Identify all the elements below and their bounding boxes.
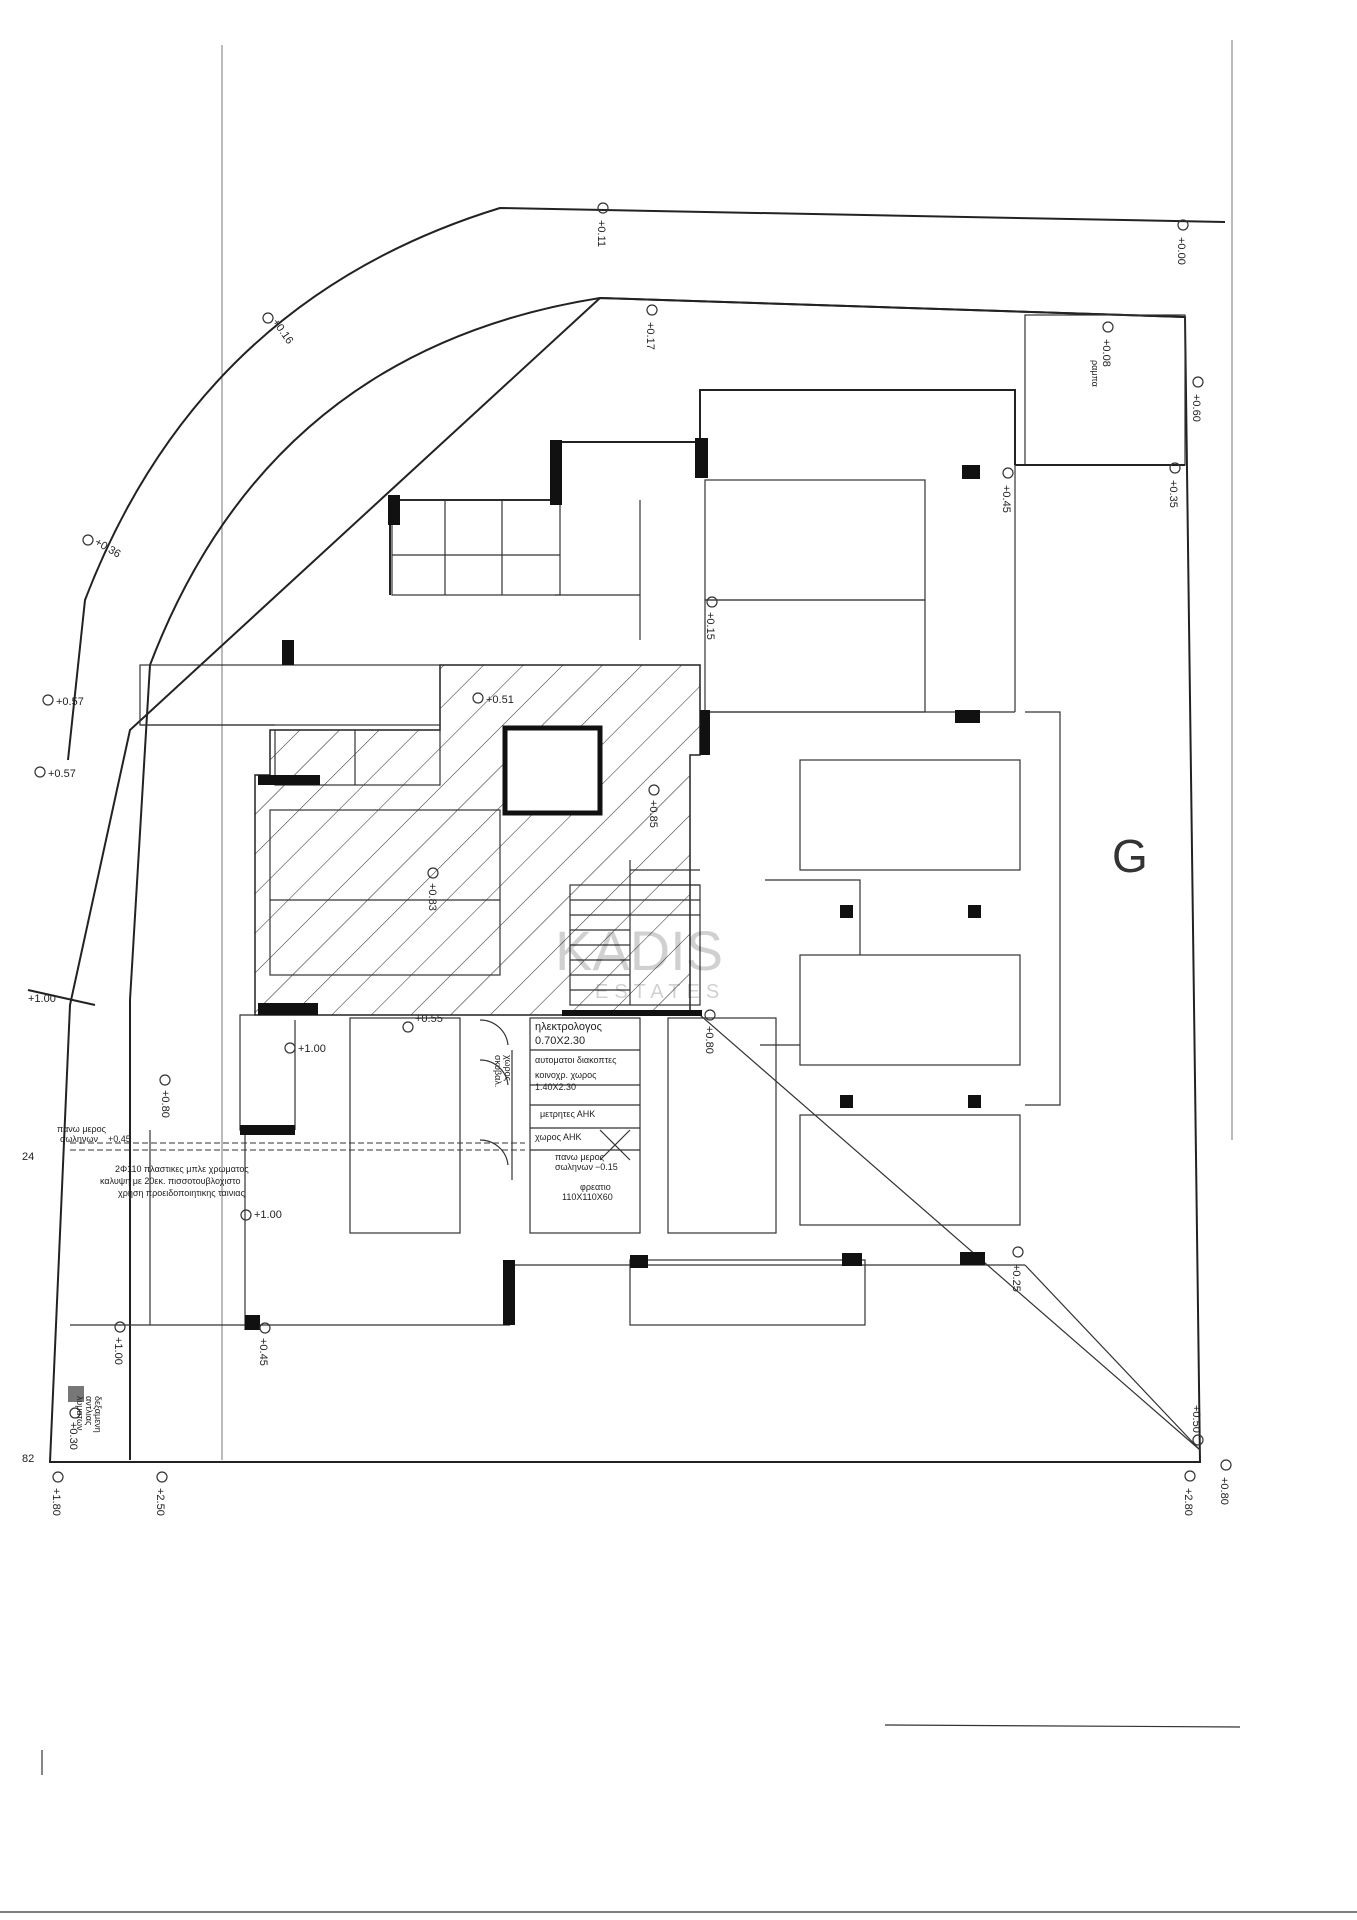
bin-space-label-2: σκυβαλ. [493,1055,503,1087]
diagonal-line-2 [1024,1264,1201,1451]
level-2-50: +2.50 [154,1488,166,1516]
level-markers [34,202,1232,1483]
level-0-80-core: +0.80 [703,1026,715,1054]
pit-top-label: πανω μερος [555,1152,605,1162]
level-0-83: +0.83 [426,883,438,911]
level-0-60-top: +0.60 [1190,394,1202,422]
level-0-57b: +0.57 [48,768,76,780]
pit-level: −0.15 [595,1162,618,1172]
level-0-25: +0.25 [1010,1264,1022,1292]
ahk-space-label: χωρος ΑΗΚ [535,1132,581,1142]
level-0-00: +0.00 [1175,237,1187,265]
level-0-15: +0.15 [704,612,716,640]
level-0-50: +0.50 [1190,1405,1202,1433]
watermark-logo: KADIS [555,919,723,982]
garage-outline [1025,711,1061,1106]
pipes-note-1: 2Φ110 πλαστικες μπλε χρωματος [115,1164,249,1174]
level-0-11: +0.11 [595,220,607,247]
level-1-00-left: +1.00 [28,993,56,1005]
level-0-45-column: +0.45 [1000,485,1012,513]
level-0-08: +0.08 [1100,339,1112,367]
pump-note-2: αντλιας [84,1396,94,1426]
level-0-16: +0.16 [270,317,296,347]
level-0-35: +0.35 [1167,480,1179,508]
road-inner-edge [129,296,1186,1460]
parking-bay-4 [799,954,1021,1066]
parking-bay-5 [799,1114,1021,1226]
ramp-label: ραμπα [1090,360,1100,387]
left-side-number: 24 [22,1151,34,1163]
level-0-80-left: +0.80 [159,1090,171,1118]
level-0-85: +0.85 [647,800,659,828]
staircase [569,860,701,1006]
level-0-55: +0.55 [415,1013,443,1025]
front-planter [629,1259,866,1326]
pit-size: 110X110X60 [562,1192,613,1202]
parking-bay-1 [704,479,926,601]
pit-label: φρεατιο [580,1182,611,1192]
parking-lot-left [349,1017,461,1234]
level-0-36: +0.36 [93,536,123,560]
pit-top-label-2: σωληνων [555,1162,593,1172]
parking-bay-3 [799,759,1021,871]
balcony-block [391,499,561,596]
pump-tank-marker [68,1386,84,1402]
level-0-30: +0.30 [67,1422,79,1450]
breakers-label: αυτοματοι διακοπτες [535,1055,617,1065]
scan-bottom-line [884,1724,1241,1728]
level-1-00-a: +1.00 [298,1043,326,1055]
level-0-51: +0.51 [486,694,514,706]
level-1-00-b: +1.00 [254,1209,282,1221]
pipes-top-label-2: σωληνων [60,1134,98,1144]
garage-letter: G [1112,830,1148,882]
building-upper-outline [555,389,1016,465]
diagonal-line-1 [699,1014,1201,1451]
level-0-45-bottom: +0.45 [257,1338,269,1366]
meters-label: μετρητες ΑΗΚ [540,1109,595,1119]
parking-lot-middle [667,1017,777,1234]
bin-space-label: χωρος [503,1055,513,1082]
common-space-label: κοινοχρ. χωρος [535,1070,597,1080]
pipes-top-level: +0.45 [108,1134,131,1144]
pergola-strip [139,664,441,726]
pump-note-3: λυματων [75,1396,85,1431]
pump-note-1: δεξαμενη [93,1396,103,1433]
pipes-top-label: πανω μερος [57,1124,107,1134]
pipes-note-2: καλυψη με 20εκ. πισσοτουβλοχιστο [100,1176,241,1186]
utility-block [529,1017,641,1234]
building-upper-left [389,442,556,595]
structural-columns [68,438,985,1402]
parking-bay-2 [704,599,926,713]
road-curb [27,989,96,1006]
level-2-80: +2.80 [1182,1488,1194,1516]
watermark-subtitle: ESTATES [595,981,725,1003]
road-outer-edge [67,206,1226,761]
electric-panel-label: ηλεκτρολογος [535,1021,602,1033]
level-0-17: +0.17 [644,322,656,350]
electric-panel-size: 0.70X2.30 [535,1035,585,1047]
common-space-size: 1.40X2.30 [535,1082,576,1092]
level-1-80: +1.80 [50,1488,62,1516]
level-1-00-c: +1.00 [112,1337,124,1365]
pipes-note-3: χρηση προειδοποιητικης ταινιας [118,1188,245,1198]
ramp-area [1024,314,1186,466]
level-0-80-right: +0.80 [1218,1477,1230,1505]
level-0-57a: +0.57 [56,696,84,708]
lift-shaft [502,725,603,816]
left-bottom-number: 82 [22,1453,34,1465]
